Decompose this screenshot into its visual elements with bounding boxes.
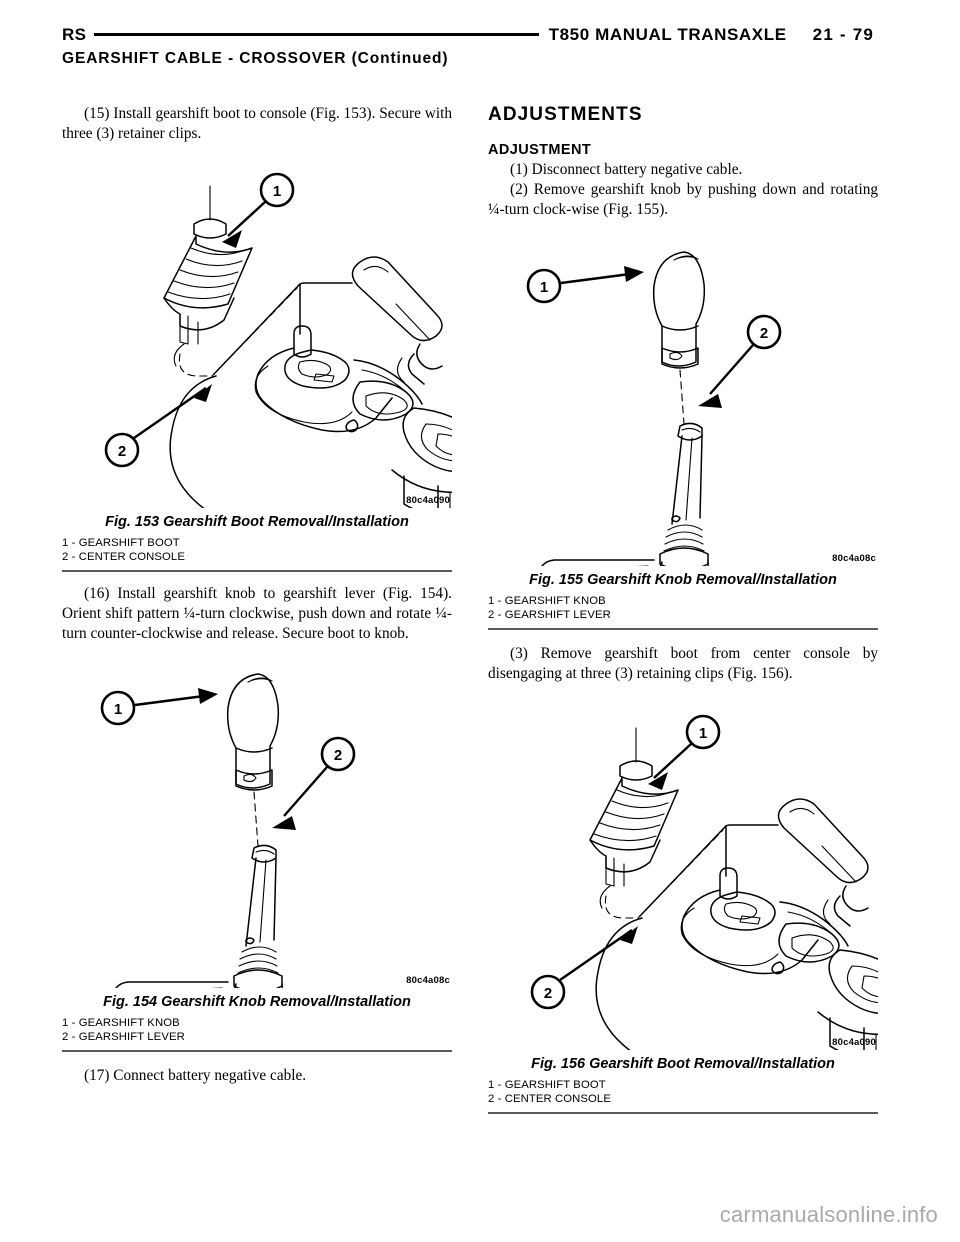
gearshift-knob-illustration: 1 2 — [100, 672, 356, 988]
header-title: T850 MANUAL TRANSAXLE — [548, 25, 787, 44]
figure-153-artwork: 1 2 80c4a090 — [62, 158, 452, 508]
legend-item: 2 - CENTER CONSOLE — [488, 1093, 611, 1106]
step-16-text: (16) Install gearshift knob to gearshift… — [62, 585, 452, 642]
header-manual-code: RS — [62, 25, 87, 44]
step-15-text: (15) Install gearshift boot to console (… — [62, 105, 452, 142]
figure-155: 1 2 80c4a08c Fig. 155 Gearshift Knob Rem… — [488, 236, 878, 630]
figure-153-legend: 1 - GEARSHIFT BOOT 2 - CENTER CONSOLE — [62, 536, 452, 565]
page-header: RS T850 MANUAL TRANSAXLE 21 - 79 — [62, 22, 874, 48]
callout-2-label: 2 — [544, 985, 552, 1002]
header-title-group: T850 MANUAL TRANSAXLE 21 - 79 — [549, 25, 874, 45]
figure-156: 1 2 80c4a090 Fig. 156 Gearshift Boot Rem… — [488, 700, 878, 1115]
step-17-text: (17) Connect battery negative cable. — [84, 1067, 307, 1085]
figure-153-caption: Fig. 153 Gearshift Boot Removal/Installa… — [105, 513, 409, 530]
adjust-step-1-text: (1) Disconnect battery negative cable. — [510, 161, 743, 178]
callout-2-label: 2 — [760, 325, 768, 342]
legend-item: 2 - CENTER CONSOLE — [62, 551, 185, 564]
callout-1-label: 1 — [699, 725, 707, 742]
figure-154-code: 80c4a08c — [406, 974, 450, 986]
callout-2: 2 — [746, 314, 782, 349]
callout-1-label: 1 — [540, 279, 548, 296]
figure-156-code: 80c4a090 — [832, 1036, 876, 1048]
figure-156-caption: Fig. 156 Gearshift Boot Removal/Installa… — [531, 1055, 835, 1072]
figure-155-caption: Fig. 155 Gearshift Knob Removal/Installa… — [529, 571, 837, 588]
console-boot-illustration: 1 2 — [104, 172, 452, 508]
figure-155-legend: 1 - GEARSHIFT KNOB 2 - GEARSHIFT LEVER — [488, 594, 878, 623]
legend-item: 2 - GEARSHIFT LEVER — [62, 1031, 185, 1044]
legend-item: 1 - GEARSHIFT KNOB — [488, 594, 606, 607]
figure-154-artwork: 1 2 80c4a08c — [62, 658, 452, 988]
header-rule — [94, 33, 539, 36]
callout-1: 1 — [685, 714, 721, 750]
site-watermark: carmanualsonline.info — [719, 1202, 938, 1227]
callout-2-label: 2 — [334, 747, 342, 764]
adjustments-heading: ADJUSTMENTS — [488, 104, 643, 125]
page-number: 21 - 79 — [812, 25, 874, 44]
figure-153-rule — [62, 570, 452, 573]
figure-153: 1 2 80c4a090 Fig. 153 Gearshift Boot Rem… — [62, 158, 452, 573]
section-title: GEARSHIFT CABLE - CROSSOVER (Continued) — [62, 50, 449, 67]
legend-item: 1 - GEARSHIFT BOOT — [488, 1078, 606, 1091]
adjustment-subheading: ADJUSTMENT — [488, 142, 592, 158]
callout-2: 2 — [320, 736, 356, 772]
figure-154-rule — [62, 1050, 452, 1053]
callout-2-label: 2 — [118, 443, 126, 460]
figure-156-artwork: 1 2 80c4a090 — [488, 700, 878, 1050]
figure-154: 1 2 80c4a08c Fig. 154 Gearshift Knob Rem… — [62, 658, 452, 1053]
left-column: (15) Install gearshift boot to console (… — [62, 104, 452, 1086]
figure-153-code: 80c4a090 — [406, 494, 450, 506]
legend-item: 2 - GEARSHIFT LEVER — [488, 609, 611, 622]
figure-155-artwork: 1 2 80c4a08c — [488, 236, 878, 566]
callout-2: 2 — [530, 974, 566, 1010]
callout-1-label: 1 — [273, 183, 281, 200]
callout-1: 1 — [526, 268, 562, 303]
callout-1-label: 1 — [114, 701, 122, 718]
callout-1: 1 — [100, 690, 136, 726]
callout-1: 1 — [259, 172, 295, 208]
console-boot-illustration: 1 2 — [530, 714, 878, 1050]
gearshift-knob-illustration: 1 2 — [526, 250, 782, 566]
adjust-step-2-text: (2) Remove gearshift knob by pushing dow… — [488, 180, 878, 218]
figure-154-legend: 1 - GEARSHIFT KNOB 2 - GEARSHIFT LEVER — [62, 1016, 452, 1045]
legend-item: 1 - GEARSHIFT KNOB — [62, 1016, 180, 1029]
figure-155-code: 80c4a08c — [832, 552, 876, 564]
figure-155-rule — [488, 627, 878, 630]
adjust-step-3-text: (3) Remove gearshift boot from center co… — [488, 644, 878, 682]
figure-154-caption: Fig. 154 Gearshift Knob Removal/Installa… — [103, 993, 411, 1010]
figure-156-legend: 1 - GEARSHIFT BOOT 2 - CENTER CONSOLE — [488, 1078, 878, 1107]
figure-156-rule — [488, 1112, 878, 1115]
right-column: ADJUSTMENTS ADJUSTMENT (1) Disconnect ba… — [488, 104, 878, 1115]
callout-2: 2 — [104, 432, 140, 468]
legend-item: 1 - GEARSHIFT BOOT — [62, 536, 180, 549]
